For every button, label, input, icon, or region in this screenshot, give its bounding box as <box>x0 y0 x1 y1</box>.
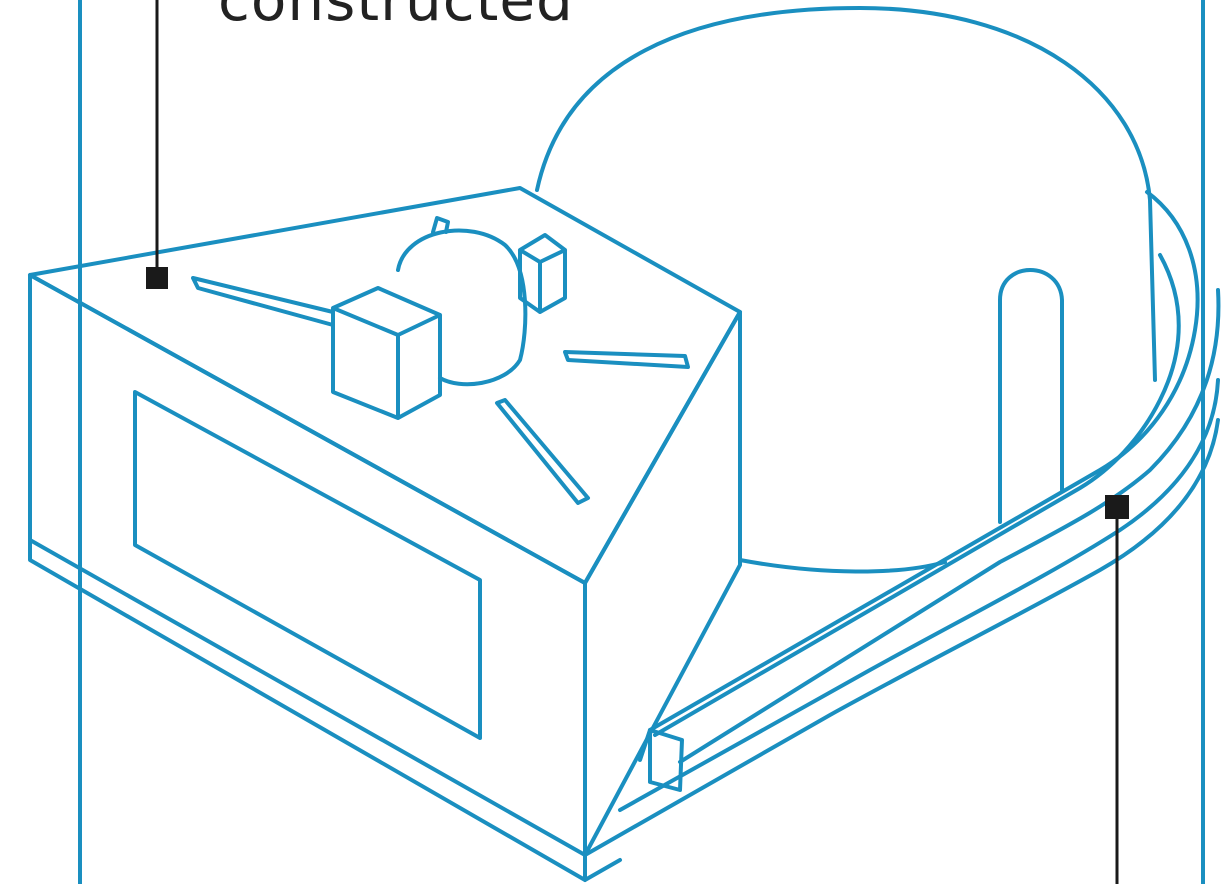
skylight-1 <box>193 278 333 325</box>
small-dome-antenna <box>433 218 448 232</box>
leader-marker-right <box>1105 495 1129 519</box>
block-window <box>135 392 480 738</box>
leader-group <box>146 0 1129 884</box>
dome-base-curve <box>740 560 945 572</box>
cube-small <box>520 235 565 312</box>
skylight-3 <box>497 400 588 503</box>
walkway-edge-3 <box>680 290 1218 762</box>
outline-group <box>30 0 1218 884</box>
dome-door <box>1000 270 1062 522</box>
leader-marker-left <box>146 267 168 289</box>
annotation-label-top: constructed <box>218 0 574 34</box>
skylight-2 <box>565 352 688 367</box>
block-left-face <box>30 275 585 855</box>
cube-large <box>333 288 440 418</box>
small-dome <box>398 230 525 384</box>
block-right-face <box>585 312 740 855</box>
